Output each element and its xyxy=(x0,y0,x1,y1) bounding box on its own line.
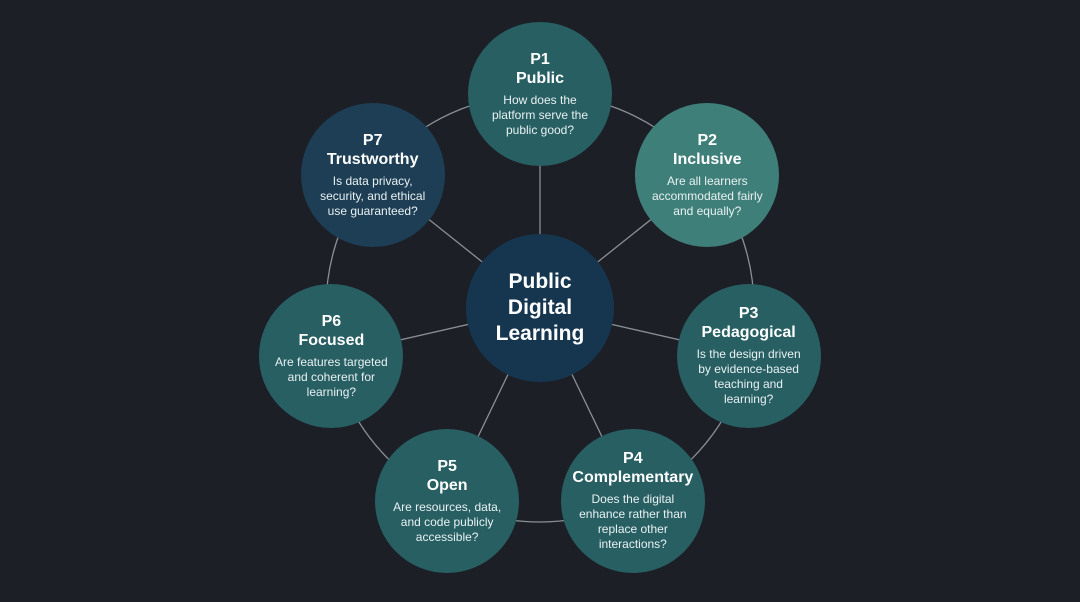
principle-p6-focused: P6 Focused Are features targeted and coh… xyxy=(259,283,404,428)
principle-code: P1 xyxy=(530,51,550,68)
principle-code: P6 xyxy=(321,312,342,330)
principle-code: P2 xyxy=(697,131,718,149)
principle-p3-pedagogical: P3 Pedagogical Is the design driven by e… xyxy=(676,283,821,428)
principle-name: Pedagogical xyxy=(701,324,796,342)
principle-code: P4 xyxy=(623,450,643,468)
principle-question: Are features targeted and coherent for l… xyxy=(274,354,388,399)
principle-p2-inclusive: P2 Inclusive Are all learners accommodat… xyxy=(635,102,780,247)
principle-p5-open: P5 Open Are resources, data, and code pu… xyxy=(375,428,520,573)
principle-code: P7 xyxy=(362,131,383,149)
principle-question: Are resources, data, and code publicly a… xyxy=(393,499,502,544)
center-title: Public Digital Learning xyxy=(495,270,585,345)
principle-name: Public xyxy=(515,70,564,87)
principle-name: Complementary xyxy=(572,469,694,487)
principle-question: Are all learners accommodated fairly and… xyxy=(651,173,763,218)
principle-question: How does the platform serve the public g… xyxy=(491,93,589,137)
principle-code: P3 xyxy=(738,305,759,323)
principle-question: Is data privacy, security, and ethical u… xyxy=(320,173,426,218)
principle-p7-trustworthy: P7 Trustworthy Is data privacy, security… xyxy=(300,102,445,247)
principle-question: Does the digital enhance rather than rep… xyxy=(579,492,687,552)
principle-name: Trustworthy xyxy=(326,150,419,168)
principle-code: P5 xyxy=(437,457,457,475)
principle-question: Is the design driven by evidence-based t… xyxy=(696,347,801,407)
principle-p1-public: P1 Public How does the platform serve th… xyxy=(468,22,612,166)
principle-name: Open xyxy=(426,476,468,494)
principle-name: Focused xyxy=(298,331,365,349)
principle-name: Inclusive xyxy=(673,150,742,168)
principle-p4-complementary: P4 Complementary Does the digital enhanc… xyxy=(560,428,705,573)
center-node: Public Digital Learning xyxy=(466,234,614,382)
